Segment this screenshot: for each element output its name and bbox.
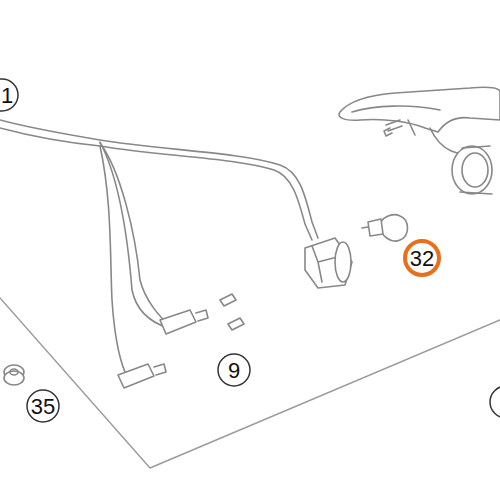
callout-number: 35 bbox=[31, 396, 55, 418]
callout-number: 32 bbox=[410, 248, 434, 270]
callout-number: 9 bbox=[228, 360, 240, 382]
callout-number: 1 bbox=[1, 85, 13, 107]
